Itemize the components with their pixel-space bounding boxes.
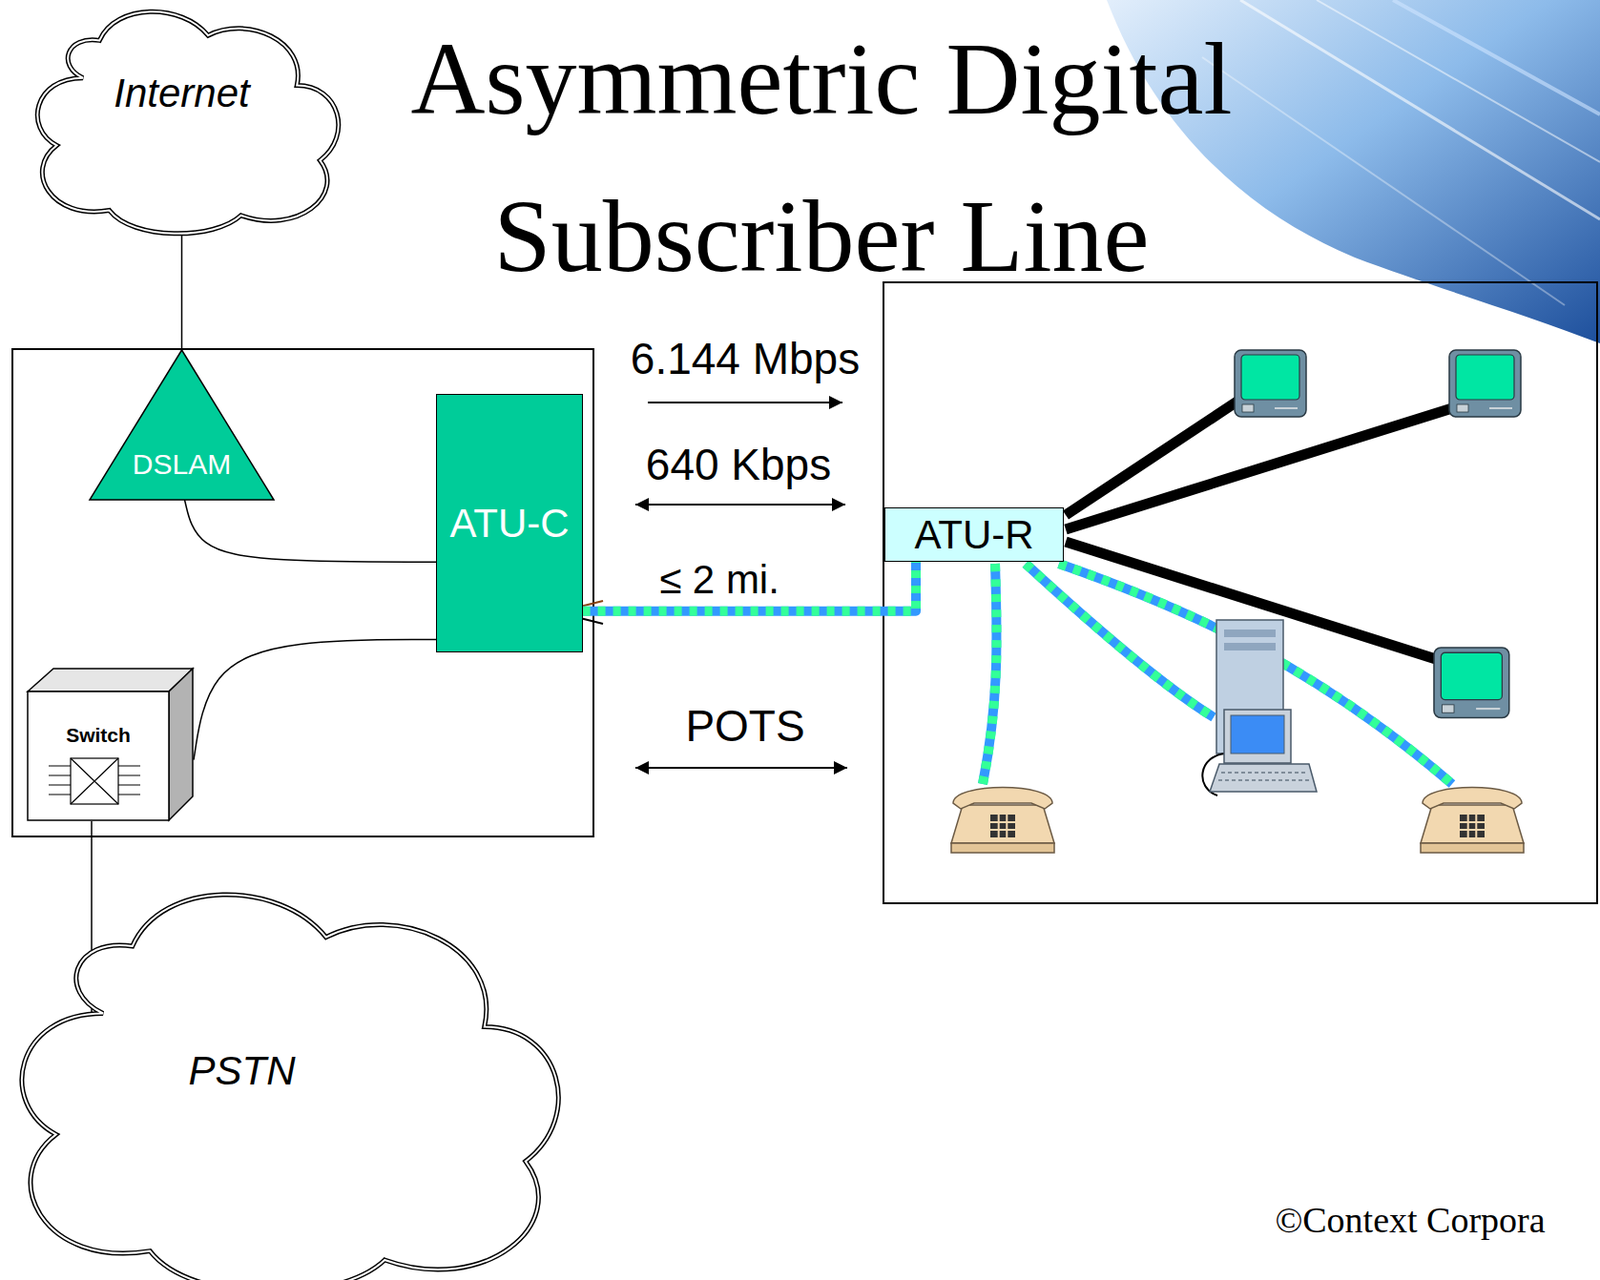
node-label: ATU-R <box>914 512 1034 559</box>
network-cloud: PSTN <box>0 856 573 1280</box>
connector <box>185 499 437 562</box>
phone-keypad <box>990 814 1016 838</box>
twisted-pair <box>1059 563 1453 785</box>
tv-body <box>1234 350 1307 417</box>
network-cloud: Internet <box>17 0 347 241</box>
tv-body <box>1433 647 1510 719</box>
telephone <box>1420 788 1524 854</box>
triangle-outline <box>89 350 274 500</box>
twisted-pair <box>982 563 998 785</box>
cloud-outline <box>21 894 559 1280</box>
television <box>1234 350 1307 417</box>
service-label: POTS <box>681 702 809 751</box>
node-label: DSLAM <box>132 448 231 481</box>
tv-grille <box>1274 407 1298 410</box>
drive-bay <box>1224 629 1276 638</box>
cube-front <box>27 691 169 821</box>
telephone <box>951 788 1055 854</box>
keypad-grid <box>990 814 1016 838</box>
computer-keyboard <box>1209 764 1317 792</box>
wire-tail <box>580 618 603 624</box>
cube-top <box>27 668 193 692</box>
twisted-pair <box>1059 563 1453 785</box>
wire-tail <box>580 601 603 607</box>
phone-handset <box>953 788 1053 811</box>
phone-base <box>1420 843 1524 853</box>
bandwidth-label: 6.144 Mbps <box>626 334 864 384</box>
crossbar-symbol <box>70 758 119 805</box>
customer-premises-box <box>883 282 1598 904</box>
fiber-streak <box>1392 0 1600 115</box>
tv-body <box>1449 350 1521 417</box>
tv-knob <box>1441 705 1455 713</box>
computer <box>1202 620 1317 796</box>
phone-body <box>951 805 1055 844</box>
slide-title: Asymmetric Digital Subscriber Line <box>344 0 1299 315</box>
tv-grille <box>1489 407 1513 410</box>
monitor-screen <box>1230 715 1285 754</box>
crossbar-symbol <box>70 758 119 805</box>
switch-cube: Switch <box>27 667 194 822</box>
modem-box: ATU-R <box>884 507 1064 562</box>
port-pins <box>48 766 141 795</box>
duplex-arrow <box>635 503 846 506</box>
drive-bay <box>1224 643 1276 651</box>
fiber-streak <box>1316 0 1600 163</box>
phone-body <box>1420 805 1524 844</box>
node-label: Switch <box>65 724 131 748</box>
copyright-notice: ©Context Corpora <box>1270 1201 1549 1242</box>
distance-label: ≤ 2 mi. <box>655 558 784 603</box>
node-label: PSTN <box>187 1048 295 1095</box>
cube-side <box>168 668 193 821</box>
cloud-inner-line <box>37 11 338 234</box>
twisted-pair <box>982 563 998 785</box>
cloud-outline <box>37 11 338 234</box>
node-label: Internet <box>113 70 250 117</box>
tv-screen <box>1455 354 1515 400</box>
central-office-box <box>12 349 594 837</box>
connector <box>193 639 437 760</box>
television <box>1433 647 1510 719</box>
keypad-grid <box>1459 814 1485 838</box>
tv-cable <box>1065 408 1453 530</box>
connector-line <box>185 499 437 562</box>
phone-base <box>951 843 1055 853</box>
television <box>1449 350 1521 417</box>
tv-knob <box>1242 404 1254 413</box>
phone-handset <box>1422 788 1522 811</box>
cloud-outline <box>17 0 347 241</box>
computer-monitor <box>1224 709 1291 764</box>
connector-line <box>193 639 437 760</box>
cloud-inner-line <box>21 894 559 1280</box>
tv-screen <box>1440 652 1502 700</box>
keyboard-keys <box>1221 771 1308 774</box>
modem-box: ATU-C <box>436 394 582 653</box>
keyboard-keys <box>1218 779 1310 782</box>
bandwidth-label: 640 Kbps <box>642 440 835 490</box>
node-label: ATU-C <box>449 500 569 547</box>
dslam-triangle: DSLAM <box>89 350 274 500</box>
fiber-streak <box>1240 0 1600 220</box>
tv-screen <box>1241 354 1300 400</box>
fiber-streak <box>1202 57 1565 306</box>
tv-knob <box>1456 404 1469 413</box>
downstream-arrow <box>647 401 843 404</box>
pots-arrow <box>635 767 848 769</box>
tv-grille <box>1475 707 1500 710</box>
phone-keypad <box>1459 814 1485 838</box>
